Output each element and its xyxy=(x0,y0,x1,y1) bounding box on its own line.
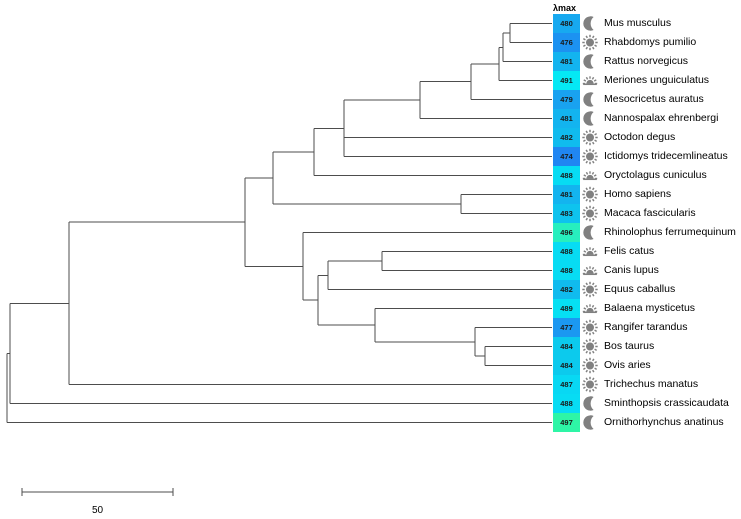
tree-branches xyxy=(6,23,552,496)
